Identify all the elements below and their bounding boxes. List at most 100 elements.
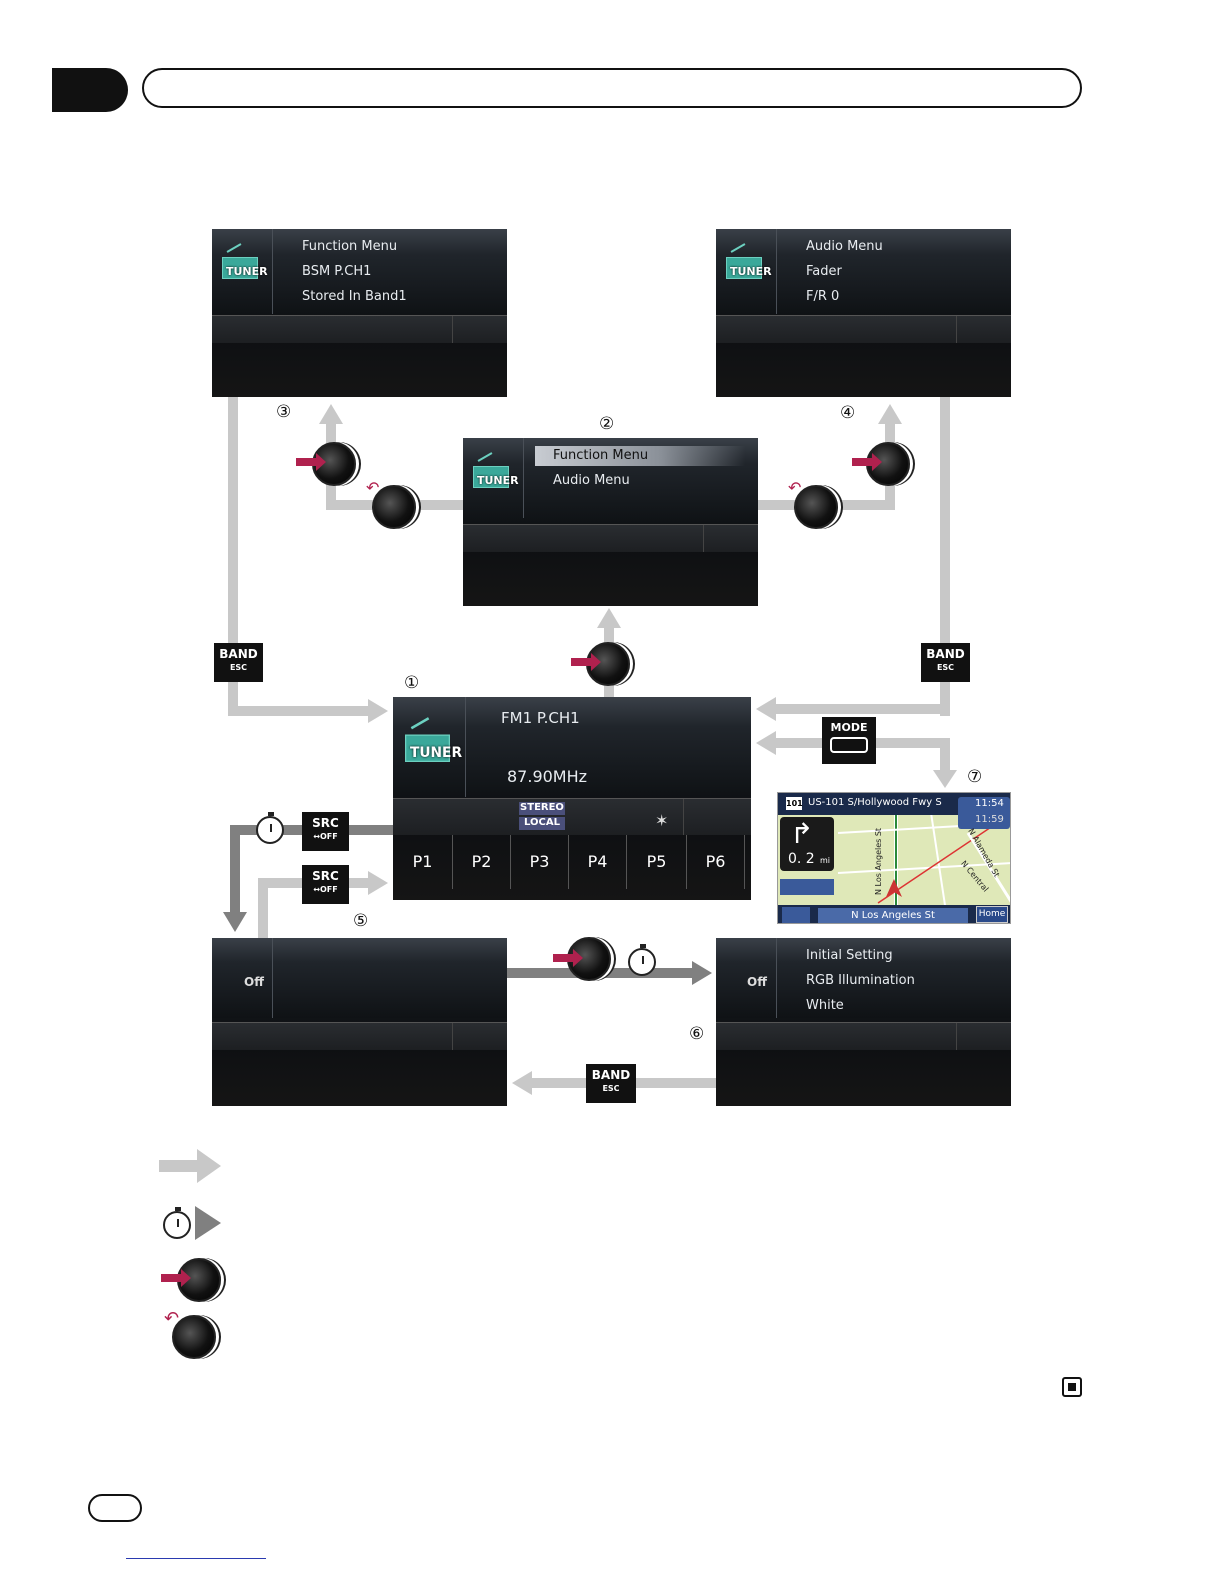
lane-guide: [780, 879, 834, 895]
push-arrow-icon: [161, 1269, 191, 1287]
connector: [348, 825, 394, 835]
marker-2: ②: [599, 414, 615, 434]
arrow-right-icon: [197, 1149, 221, 1183]
push-arrow-icon: [852, 453, 882, 471]
arrow-down-icon: [223, 912, 247, 932]
preset-row: P1 P2 P3 P4 P5 P6: [393, 835, 751, 889]
connector: [940, 397, 950, 645]
connector: [230, 825, 240, 917]
menu-line: Stored In Band1: [302, 289, 407, 304]
distance-unit: mi: [820, 856, 831, 865]
knob-rotate-icon: [172, 1315, 216, 1359]
current-street: N Los Angeles St: [818, 908, 968, 923]
connector: [228, 706, 368, 716]
turn-right-icon: ↱: [790, 817, 814, 850]
preset-button[interactable]: P2: [453, 835, 511, 889]
menu-line: Function Menu: [302, 239, 398, 254]
preset-button[interactable]: P4: [569, 835, 627, 889]
stereo-badge: STEREO: [519, 802, 565, 815]
preset-button[interactable]: P6: [687, 835, 745, 889]
band-channel: FM1 P.CH1: [501, 709, 580, 727]
timer-icon: [256, 812, 284, 844]
push-arrow-icon: [296, 453, 326, 471]
timer-icon: [163, 1207, 191, 1239]
chapter-title-bar: [142, 68, 1082, 108]
off-screen: Off: [212, 938, 507, 1106]
route-bar: [778, 793, 1010, 815]
timer-icon: [628, 944, 656, 976]
menu-line: F/R 0: [806, 289, 840, 304]
legend-dark-arrow: [195, 1206, 221, 1240]
rotate-arrow-icon: ↶: [788, 478, 802, 497]
search-button[interactable]: [782, 907, 810, 923]
connector: [940, 738, 950, 774]
marker-6: ⑥: [689, 1024, 705, 1044]
menu-line: Fader: [806, 264, 842, 279]
preset-button[interactable]: P5: [627, 835, 687, 889]
connector: [228, 397, 238, 645]
menu-line: Initial Setting: [806, 948, 893, 963]
arrow-up-icon: [597, 608, 621, 628]
preset-button[interactable]: P3: [511, 835, 569, 889]
menu-line: White: [806, 998, 844, 1013]
marker-5: ⑤: [353, 911, 369, 931]
knob-rotate-icon: [372, 485, 416, 529]
end-mark-icon: [1062, 1377, 1082, 1397]
footer-link-line: [126, 1558, 266, 1559]
remaining-time: 11:59: [975, 814, 1004, 825]
distance: 0. 2: [788, 851, 815, 867]
marker-3: ③: [276, 402, 292, 422]
connector: [876, 738, 950, 748]
route-name: US-101 S/Hollywood Fwy S: [808, 797, 942, 808]
push-arrow-icon: [553, 949, 583, 967]
map-street-label: N Los Angeles St: [874, 827, 883, 895]
home-button[interactable]: Home: [976, 906, 1008, 923]
time-panel: [958, 797, 1010, 829]
arrow-left-icon: [512, 1071, 532, 1095]
menu-line: BSM P.CH1: [302, 264, 372, 279]
arrow-right-icon: [692, 961, 712, 985]
knob-rotate-icon: [794, 485, 838, 529]
connector: [258, 878, 268, 938]
turn-panel: ↱ 0. 2 mi: [780, 817, 834, 871]
map-roads: [837, 793, 1010, 923]
src-off-key[interactable]: SRC↔OFF: [302, 865, 349, 904]
menu-line: Audio Menu: [806, 239, 883, 254]
marker-1: ①: [404, 673, 420, 693]
navi-map-screen: 101 US-101 S/Hollywood Fwy S 11:54 11:59…: [777, 792, 1011, 924]
connector: [258, 878, 302, 888]
connector: [776, 738, 822, 748]
arrow-down-icon: [933, 770, 957, 788]
signal-icon: ✶: [655, 811, 669, 830]
arrow-right-icon: [368, 871, 388, 895]
audio-menu-screen: TUNER Audio Menu Fader F/R 0: [716, 229, 1011, 397]
mode-key[interactable]: MODE: [822, 717, 876, 764]
push-arrow-icon: [571, 653, 601, 671]
tuner-screen: TUNER FM1 P.CH1 87.90MHz STEREO LOCAL ✶ …: [393, 697, 751, 900]
menu-item-function[interactable]: Function Menu: [553, 448, 649, 463]
connector: [228, 682, 238, 716]
src-off-key[interactable]: SRC↔OFF: [302, 812, 349, 851]
highway-shield-icon: 101: [786, 797, 803, 810]
page-number-badge: [88, 1494, 142, 1522]
arrow-right-icon: [368, 699, 388, 723]
connector: [348, 878, 368, 888]
chapter-tab: [52, 68, 128, 112]
arrival-time: 11:54: [975, 798, 1004, 809]
local-badge: LOCAL: [519, 817, 565, 830]
preset-button[interactable]: P1: [393, 835, 453, 889]
initial-setting-screen: Off Initial Setting RGB Illumination Whi…: [716, 938, 1011, 1106]
function-menu-screen: TUNER Function Menu BSM P.CH1 Stored In …: [212, 229, 507, 397]
frequency: 87.90MHz: [507, 767, 588, 786]
arrow-left-icon: [756, 731, 776, 755]
arrow-up-icon: [319, 404, 343, 424]
marker-7: ⑦: [967, 767, 983, 787]
selection-highlight: [535, 446, 745, 466]
menu-item-audio[interactable]: Audio Menu: [553, 473, 630, 488]
knob-push-icon: [866, 442, 910, 486]
connector: [776, 704, 950, 714]
legend-light-arrow: [159, 1160, 199, 1172]
